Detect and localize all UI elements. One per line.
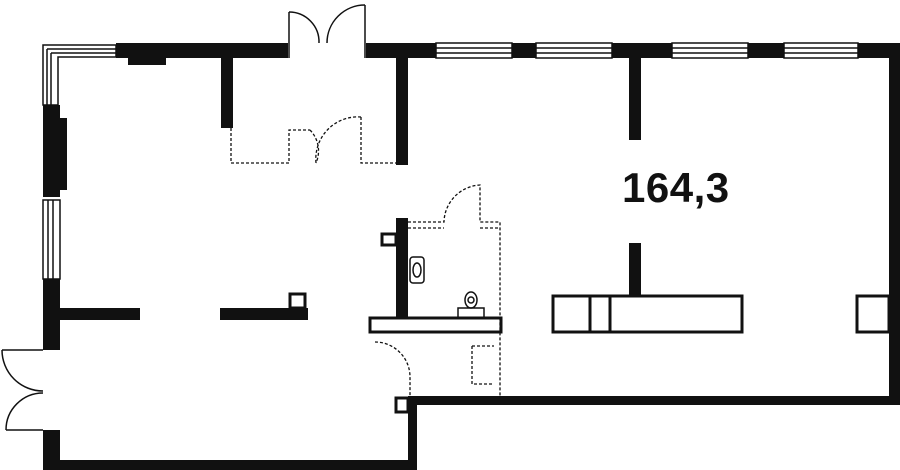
counter-wall <box>368 316 503 334</box>
partition <box>629 58 641 140</box>
column-box <box>288 292 307 310</box>
left-wall-mid <box>43 279 60 350</box>
sink-fixture <box>457 291 485 319</box>
partition <box>396 218 408 318</box>
partition <box>396 58 408 165</box>
column-top <box>128 58 166 65</box>
window-top-2 <box>535 42 613 59</box>
bottom-wall-right <box>408 396 900 405</box>
top-wall-right <box>366 43 436 58</box>
window-top-4 <box>783 42 859 59</box>
interior-walls <box>60 58 641 334</box>
left-column <box>60 118 67 190</box>
window-left-frame <box>47 200 54 279</box>
top-entrance-door <box>288 4 366 58</box>
partition <box>220 308 308 320</box>
right-wall <box>889 43 900 405</box>
left-entrance-door <box>1 349 44 431</box>
window-left <box>42 199 61 280</box>
left-wall-upper <box>43 105 60 197</box>
counter <box>551 294 744 334</box>
top-wall-pier <box>612 43 672 58</box>
counter-right <box>855 294 891 334</box>
top-wall-left <box>116 43 288 58</box>
window-top-1 <box>435 42 513 59</box>
left-wall-lower <box>43 430 60 470</box>
window-top-3 <box>671 42 749 59</box>
outer-walls <box>43 43 900 470</box>
toilet-fixture <box>409 256 425 284</box>
bottom-wall-left <box>43 460 417 470</box>
area-label: 164,3 <box>622 164 730 211</box>
top-wall-pier <box>748 43 784 58</box>
column-box <box>394 396 410 414</box>
counters <box>394 294 891 414</box>
corner-window-frame <box>46 48 116 105</box>
step-wall <box>408 396 417 470</box>
partition <box>221 58 233 128</box>
dashed-partitions <box>230 116 501 396</box>
top-wall-pier <box>512 43 536 58</box>
partition <box>60 308 140 320</box>
windows <box>42 42 859 280</box>
corner-window <box>42 44 117 106</box>
column-box <box>380 232 398 247</box>
